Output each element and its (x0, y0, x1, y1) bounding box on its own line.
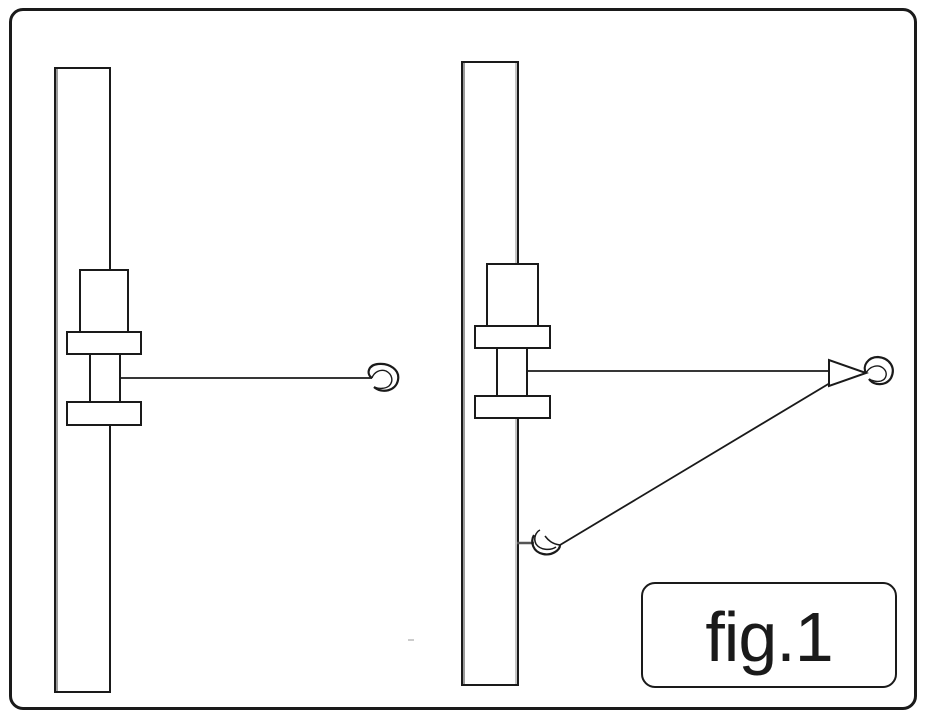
right-diagonal-cable (559, 379, 836, 546)
right-sleeve-middle (496, 347, 528, 397)
figure-frame (9, 8, 917, 710)
left-sleeve-upper (79, 269, 129, 333)
left-lower-collar (66, 401, 142, 426)
left-upper-collar (66, 331, 142, 355)
hook-icon (863, 355, 894, 386)
pulley-icon (828, 358, 870, 388)
left-sleeve-middle (89, 353, 121, 403)
right-upper-collar (474, 325, 551, 349)
right-sleeve-upper (486, 263, 539, 327)
pole-hook-icon (517, 529, 562, 556)
right-assembly (461, 61, 894, 686)
figure-label: fig.1 (641, 582, 897, 688)
hook-icon (367, 362, 400, 392)
left-assembly (54, 67, 400, 693)
right-lower-collar (474, 395, 551, 419)
